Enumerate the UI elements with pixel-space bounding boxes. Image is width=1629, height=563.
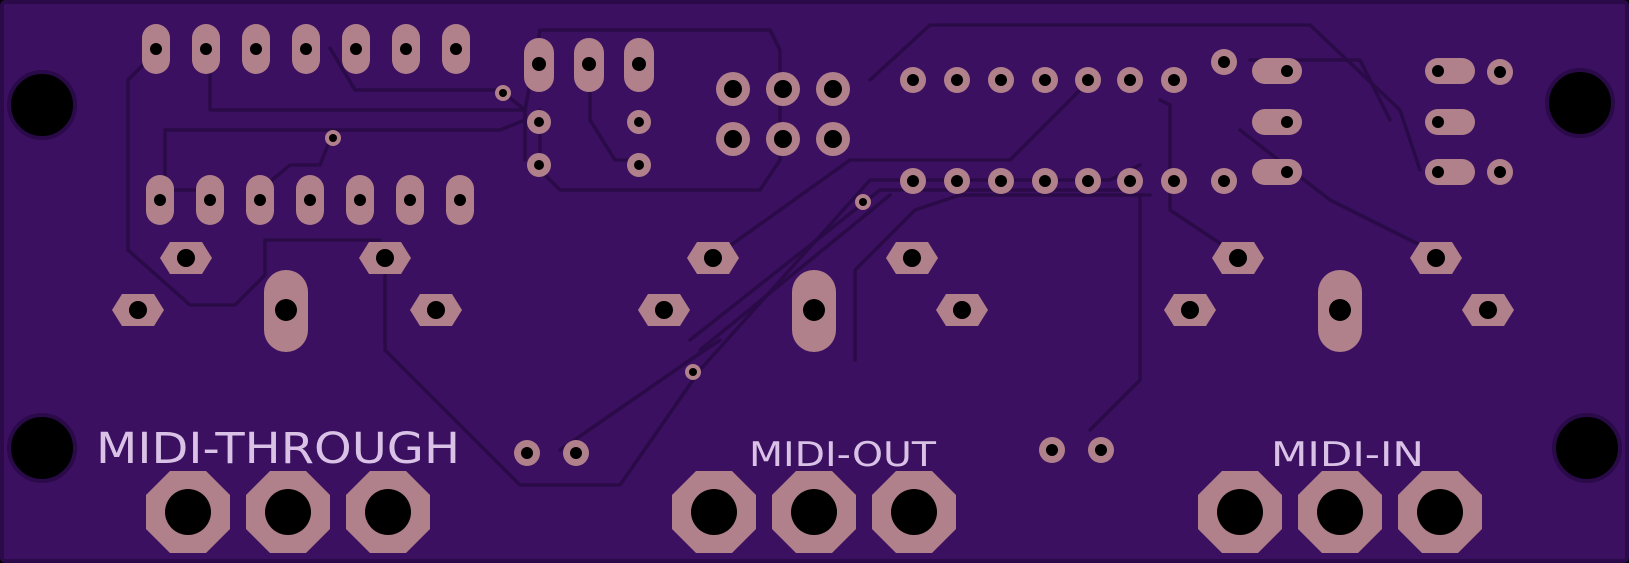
label-midi-in: MIDI-IN [1271,435,1424,475]
connector-midi-in-pads [1198,471,1482,553]
din-jack-in-footprint [1164,242,1514,352]
small-pads [527,110,651,177]
din-jack-through-footprint [112,242,462,352]
connector-midi-through-pads [146,471,430,553]
label-midi-out: MIDI-OUT [749,435,936,475]
connector-midi-out-pads [672,471,956,553]
din-jack-out-footprint [638,242,988,352]
ic1-top-row-drills [150,43,462,55]
mounting-holes [7,68,1622,483]
transistor-pads [1252,58,1513,185]
vias [325,85,871,380]
ic1-bottom-row-drills [154,194,466,206]
bottom-pad-pairs [514,437,1114,466]
ic2-pads [900,49,1237,194]
label-midi-through: MIDI-THROUGH [96,424,460,474]
header-2x3 [716,72,850,156]
